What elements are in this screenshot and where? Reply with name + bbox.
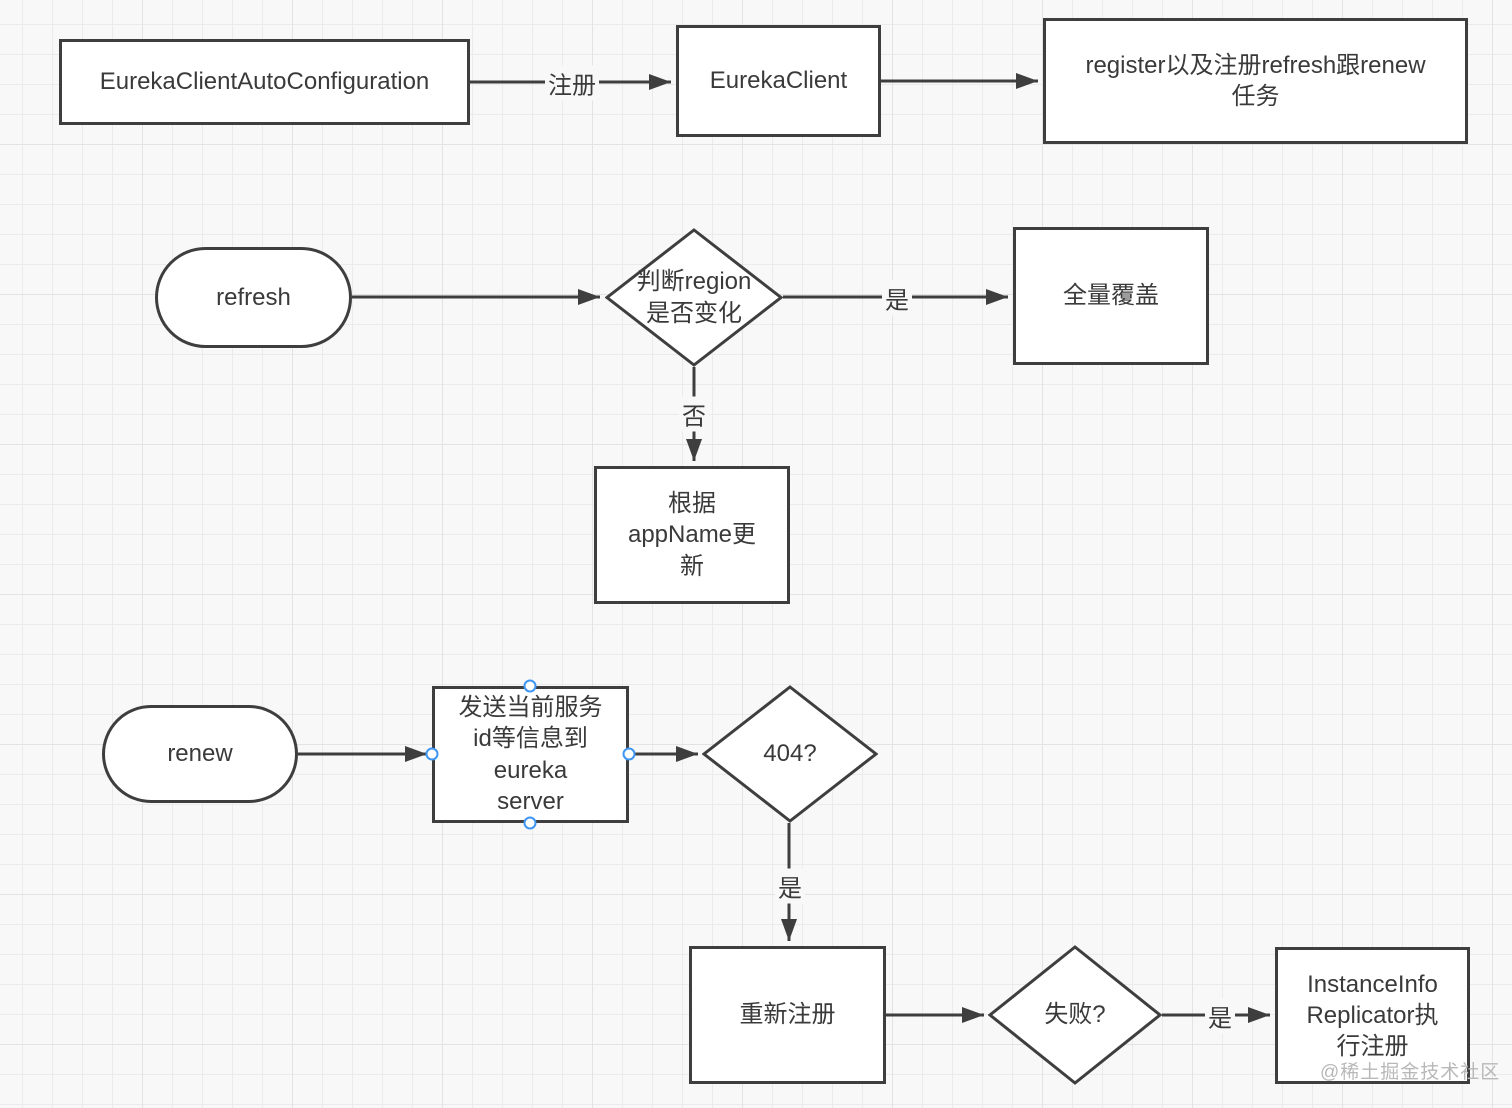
- node-label: refresh: [216, 283, 291, 311]
- node-label: 发送当前服务 id等信息到 eureka server: [458, 694, 603, 815]
- connection-handle-right[interactable]: [622, 747, 636, 761]
- connection-handle-bottom[interactable]: [523, 816, 537, 830]
- node-label: renew: [167, 740, 233, 768]
- node-label: InstanceInfo Replicator执 行注册: [1306, 970, 1439, 1061]
- node-label: EurekaClient: [709, 67, 848, 95]
- node-send-info[interactable]: 发送当前服务 id等信息到 eureka server: [432, 686, 629, 823]
- node-renew[interactable]: renew: [102, 705, 298, 803]
- diamond-shape: [605, 228, 783, 367]
- edge-label-region-no[interactable]: 否: [679, 396, 709, 432]
- diamond-shape: [702, 685, 878, 823]
- watermark: @稀土掘金技术社区: [1320, 1062, 1501, 1083]
- node-instance-info-replicator[interactable]: InstanceInfo Replicator执 行注册: [1275, 947, 1470, 1084]
- node-label: 全量覆盖: [1063, 282, 1159, 310]
- diamond-shape: [988, 945, 1162, 1085]
- node-refresh[interactable]: refresh: [155, 247, 352, 348]
- node-label: 失败?: [1044, 1001, 1106, 1029]
- edge-label-register[interactable]: 注册: [545, 65, 599, 101]
- node-eureka-client[interactable]: EurekaClient: [676, 25, 881, 137]
- node-eureka-client-auto-configuration[interactable]: EurekaClientAutoConfiguration: [59, 39, 470, 125]
- node-label: EurekaClientAutoConfiguration: [99, 68, 430, 96]
- connection-handle-top[interactable]: [523, 679, 537, 693]
- edge-label-404-yes[interactable]: 是: [775, 868, 805, 904]
- node-label: register以及注册refresh跟renew 任务: [1085, 51, 1426, 110]
- node-label: 根据 appName更 新: [627, 490, 757, 580]
- node-check-fail[interactable]: 失败?: [988, 945, 1162, 1085]
- connection-handle-left[interactable]: [425, 747, 439, 761]
- edge-label-region-yes[interactable]: 是: [882, 280, 912, 316]
- node-full-cover[interactable]: 全量覆盖: [1013, 227, 1209, 365]
- node-label: 重新注册: [739, 1001, 836, 1029]
- node-register-task[interactable]: register以及注册refresh跟renew 任务: [1043, 18, 1468, 144]
- node-re-register[interactable]: 重新注册: [689, 946, 886, 1084]
- node-update-by-appname[interactable]: 根据 appName更 新: [594, 466, 790, 604]
- node-check-404[interactable]: 404?: [702, 685, 878, 823]
- node-label: 404?: [763, 740, 817, 768]
- edge-label-fail-yes[interactable]: 是: [1205, 998, 1235, 1034]
- node-label: 判断region 是否变化: [636, 268, 752, 327]
- node-judge-region[interactable]: 判断region 是否变化: [605, 228, 783, 367]
